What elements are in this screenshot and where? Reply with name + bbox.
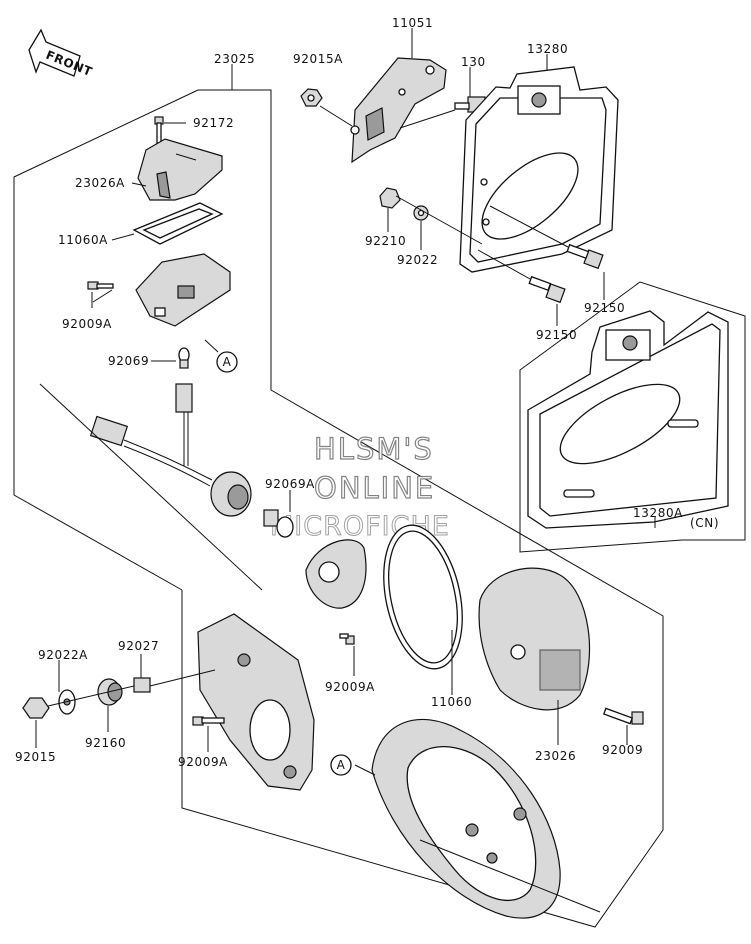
socket-and-wire xyxy=(89,383,252,517)
label-92069: 92069 xyxy=(108,354,149,368)
label-cn: (CN) xyxy=(690,516,719,530)
screw-92009A-low xyxy=(192,716,225,726)
ref-marker-a-2: A xyxy=(330,754,352,776)
label-92160: 92160 xyxy=(85,736,126,750)
lens-cover-23026A xyxy=(137,138,223,201)
label-92009A-top: 92009A xyxy=(62,317,112,331)
svg-text:A: A xyxy=(337,758,346,772)
reflector xyxy=(305,539,367,609)
label-92009A-mid: 92009A xyxy=(325,680,375,694)
license-light-housing xyxy=(135,253,231,327)
ref-marker-a-1: A xyxy=(216,351,238,373)
lens-23026 xyxy=(478,567,591,711)
label-23026A: 23026A xyxy=(75,176,125,190)
collar-92027 xyxy=(47,677,151,707)
label-92022: 92022 xyxy=(397,253,438,267)
watermark-line-2: ONLINE xyxy=(314,471,435,505)
label-92150-a: 92150 xyxy=(584,301,625,315)
leader-lines xyxy=(35,28,656,913)
label-11060A: 11060A xyxy=(58,233,108,247)
label-92027: 92027 xyxy=(118,639,159,653)
screw-92009A-top xyxy=(87,281,114,290)
screw-92009A-mid xyxy=(339,633,355,645)
bolt-92150-a xyxy=(489,205,604,270)
label-11051: 11051 xyxy=(392,16,433,30)
label-92022A: 92022A xyxy=(38,648,88,662)
nut-92015 xyxy=(22,697,50,719)
svg-text:A: A xyxy=(223,355,232,369)
assembly-outline xyxy=(13,64,746,928)
bulb-92069 xyxy=(178,347,190,369)
bolt-92150-b xyxy=(477,249,566,304)
watermark-line-1: HLSM'S xyxy=(314,432,434,466)
base-plate xyxy=(149,613,315,791)
label-92172: 92172 xyxy=(193,116,234,130)
label-92015A: 92015A xyxy=(293,52,343,66)
plate-bracket-13280 xyxy=(459,66,619,273)
screw-92172 xyxy=(154,116,186,144)
washer-92022 xyxy=(395,195,483,245)
label-92009: 92009 xyxy=(602,743,643,757)
gasket-11060 xyxy=(383,524,463,670)
bulb-92069A xyxy=(263,509,294,538)
label-23026: 23026 xyxy=(535,749,576,763)
plate-bracket-13280A xyxy=(527,310,729,529)
label-92015: 92015 xyxy=(15,750,56,764)
nut-92210 xyxy=(379,187,401,209)
label-13280: 13280 xyxy=(527,42,568,56)
label-13280A: 13280A xyxy=(633,506,683,520)
label-92210: 92210 xyxy=(365,234,406,248)
bracket-11051 xyxy=(350,57,447,164)
label-92069A: 92069A xyxy=(265,477,315,491)
nut-92015A xyxy=(300,88,353,127)
label-130: 130 xyxy=(461,55,486,69)
lamp-housing xyxy=(371,718,561,919)
label-23025: 23025 xyxy=(214,52,255,66)
label-92150-b: 92150 xyxy=(536,328,577,342)
screw-92009 xyxy=(602,707,644,725)
label-92009A-low: 92009A xyxy=(178,755,228,769)
gasket-11060A xyxy=(132,202,224,245)
label-11060: 11060 xyxy=(431,695,472,709)
front-arrow-icon: FRONT xyxy=(28,28,95,79)
